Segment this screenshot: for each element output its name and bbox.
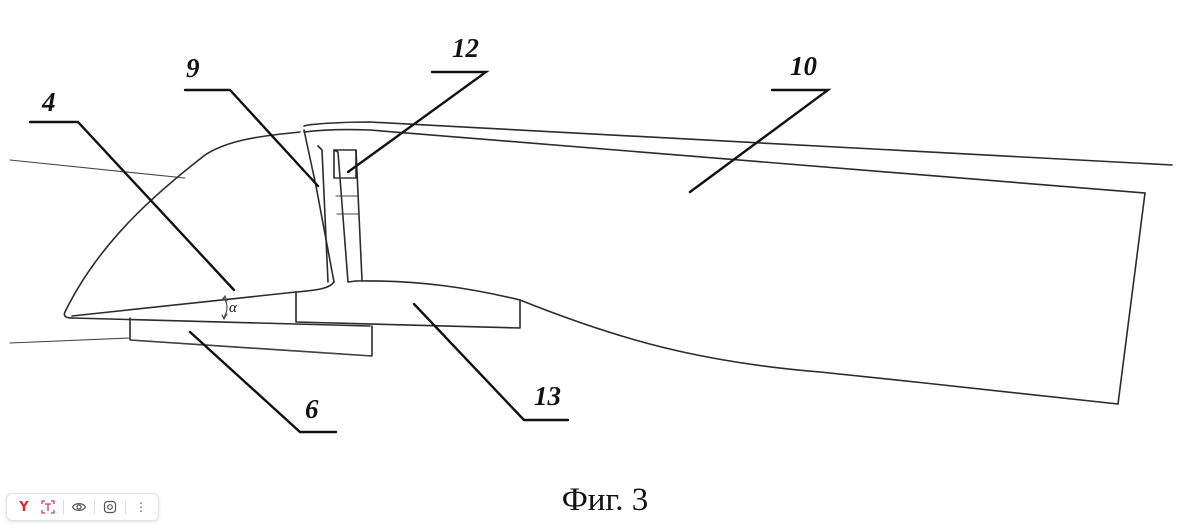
nose-contour <box>63 131 301 319</box>
yandex-logo-icon[interactable]: Y <box>19 499 29 515</box>
more-vertical-icon[interactable]: ⋮ <box>135 500 147 514</box>
wedge-bottom <box>71 317 371 327</box>
block-13 <box>295 291 521 329</box>
label-4: 4 <box>41 87 56 117</box>
toolbar-divider <box>94 500 95 514</box>
angle-arc <box>223 297 228 318</box>
leader-6 <box>188 330 338 434</box>
wall-9-outer <box>303 129 335 283</box>
block-13-curve <box>355 280 521 301</box>
screenshot-icon[interactable] <box>101 498 119 516</box>
body-10-right-edge <box>1117 192 1146 405</box>
leader-12 <box>346 70 490 174</box>
element-12-side <box>355 149 363 281</box>
text-recognition-icon[interactable] <box>39 498 57 516</box>
label-10: 10 <box>790 51 818 81</box>
body-10-bottom <box>519 299 1119 405</box>
toolbar-divider <box>125 500 126 514</box>
wall-9-inner <box>317 145 329 283</box>
leader-4 <box>28 120 236 292</box>
wedge-surface <box>71 291 297 317</box>
pylon-post <box>333 149 357 283</box>
eye-icon[interactable] <box>70 498 88 516</box>
leader-10 <box>688 88 832 194</box>
reference-line-lower-left <box>9 337 131 344</box>
element-12-box <box>333 149 357 179</box>
leader-13 <box>412 302 570 422</box>
angle-arrow-bottom <box>221 313 228 321</box>
pylon-foot <box>295 281 335 293</box>
element-12-divisions <box>334 177 360 215</box>
reference-line-upper-left <box>9 159 186 179</box>
top-cover-lower <box>303 128 1146 194</box>
label-6: 6 <box>305 394 319 424</box>
plate-6-inner <box>129 339 373 357</box>
image-toolbar: Y ⋮ <box>6 493 159 521</box>
leader-9 <box>183 88 320 188</box>
angle-label: α <box>229 300 238 316</box>
angle-arrow-top <box>221 294 228 302</box>
label-13: 13 <box>534 381 561 411</box>
toolbar-divider <box>63 500 64 514</box>
top-cover-upper <box>303 121 1173 166</box>
figure-caption: Фиг. 3 <box>561 482 649 518</box>
label-9: 9 <box>186 53 200 83</box>
label-12: 12 <box>452 33 479 63</box>
